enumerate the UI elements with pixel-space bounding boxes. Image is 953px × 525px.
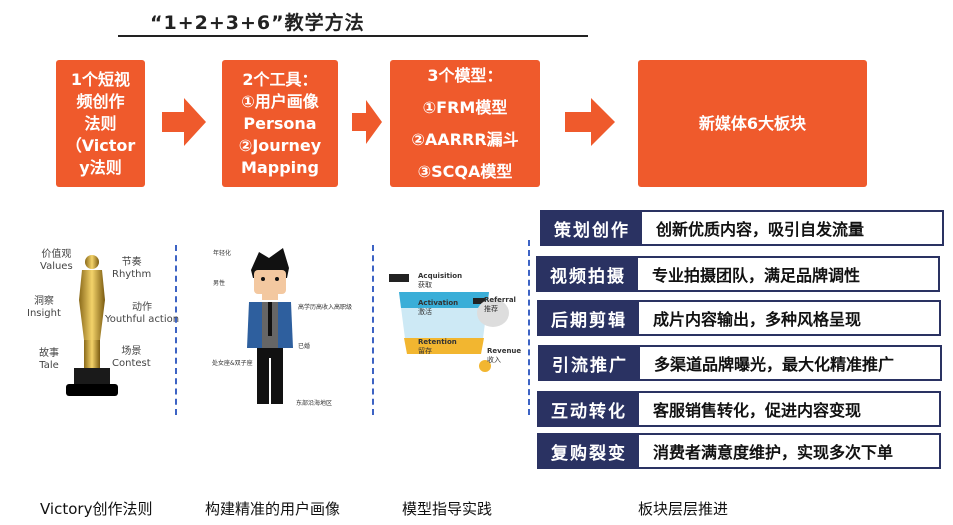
step-line: 频创作: [76, 91, 125, 111]
page-title: “1+2+3+6”教学方法: [150, 12, 365, 34]
title-underline: [118, 35, 588, 37]
block-key: 后期剪辑: [539, 302, 639, 334]
step-line: ②AARRR漏斗: [411, 129, 519, 149]
caption: 板块层层推进: [638, 500, 729, 518]
step-line: Mapping: [241, 157, 319, 177]
step-line: y法则: [79, 157, 122, 177]
step-blocks-box: 新媒体6大板块: [638, 60, 867, 187]
block-key: 复购裂变: [539, 435, 639, 467]
block-value: 多渠道品牌曝光，最大化精准推广: [654, 355, 895, 374]
step-models-box: 3个模型： ①FRM模型 ②AARRR漏斗 ③SCQA模型: [390, 60, 540, 187]
step-victory-box: 1个短视 频创作 法则 （Victor y法则: [56, 60, 145, 187]
persona-tag: 东部沿海地区: [296, 400, 333, 407]
block-value: 创新优质内容，吸引自发流量: [656, 220, 865, 239]
arrow-right-icon: [352, 100, 382, 144]
step-line: 新媒体6大板块: [698, 113, 807, 133]
divider: [372, 245, 374, 415]
caption: 构建精准的用户画像: [205, 500, 341, 518]
arrow-right-icon: [565, 98, 615, 146]
block-value: 专业拍摄团队，满足品牌调性: [652, 266, 861, 285]
block-row: 策划创作创新优质内容，吸引自发流量: [540, 210, 944, 246]
block-key: 互动转化: [539, 393, 639, 425]
persona-tag: 处女座&双子座: [212, 360, 253, 367]
divider: [175, 245, 177, 415]
divider: [528, 240, 530, 415]
persona-tag: 男性: [213, 280, 226, 287]
persona-tag: 已婚: [298, 343, 311, 350]
block-value: 消费者满意度维护，实现多次下单: [653, 443, 894, 462]
block-row: 复购裂变消费者满意度维护，实现多次下单: [537, 433, 941, 469]
step-line: 1个短视: [70, 69, 131, 89]
aarrr-bucket-icon: [389, 274, 509, 372]
persona-tag: 高学历高收入高职级: [298, 304, 353, 311]
block-key: 引流推广: [540, 347, 640, 379]
step-line: ③SCQA模型: [417, 161, 513, 181]
step-line: Persona: [243, 113, 317, 133]
persona-tag: 年轻化: [213, 250, 232, 257]
block-row: 视频拍摄专业拍摄团队，满足品牌调性: [536, 256, 940, 292]
caption: Victory创作法则: [40, 500, 153, 518]
step-line: ①用户画像: [241, 91, 319, 111]
step-line: ①FRM模型: [422, 97, 508, 117]
step-tools-box: 2个工具： ①用户画像 Persona ②Journey Mapping: [222, 60, 338, 187]
block-value: 成片内容输出，多种风格呈现: [653, 310, 862, 329]
step-line: 法则: [84, 113, 117, 133]
step-line: 3个模型：: [427, 65, 503, 85]
step-line: 2个工具：: [242, 69, 318, 89]
persona-figure-icon: [247, 248, 293, 404]
arrow-right-icon: [162, 98, 206, 146]
block-row: 引流推广多渠道品牌曝光，最大化精准推广: [538, 345, 942, 381]
caption: 模型指导实践: [402, 500, 493, 518]
oscar-statue-icon: [66, 255, 118, 396]
block-key: 视频拍摄: [538, 258, 638, 290]
step-line: ②Journey: [238, 135, 322, 155]
block-value: 客服销售转化，促进内容变现: [653, 401, 862, 420]
block-key: 策划创作: [542, 212, 642, 244]
step-line: （Victor: [65, 135, 136, 155]
block-row: 后期剪辑成片内容输出，多种风格呈现: [537, 300, 941, 336]
block-row: 互动转化客服销售转化，促进内容变现: [537, 391, 941, 427]
